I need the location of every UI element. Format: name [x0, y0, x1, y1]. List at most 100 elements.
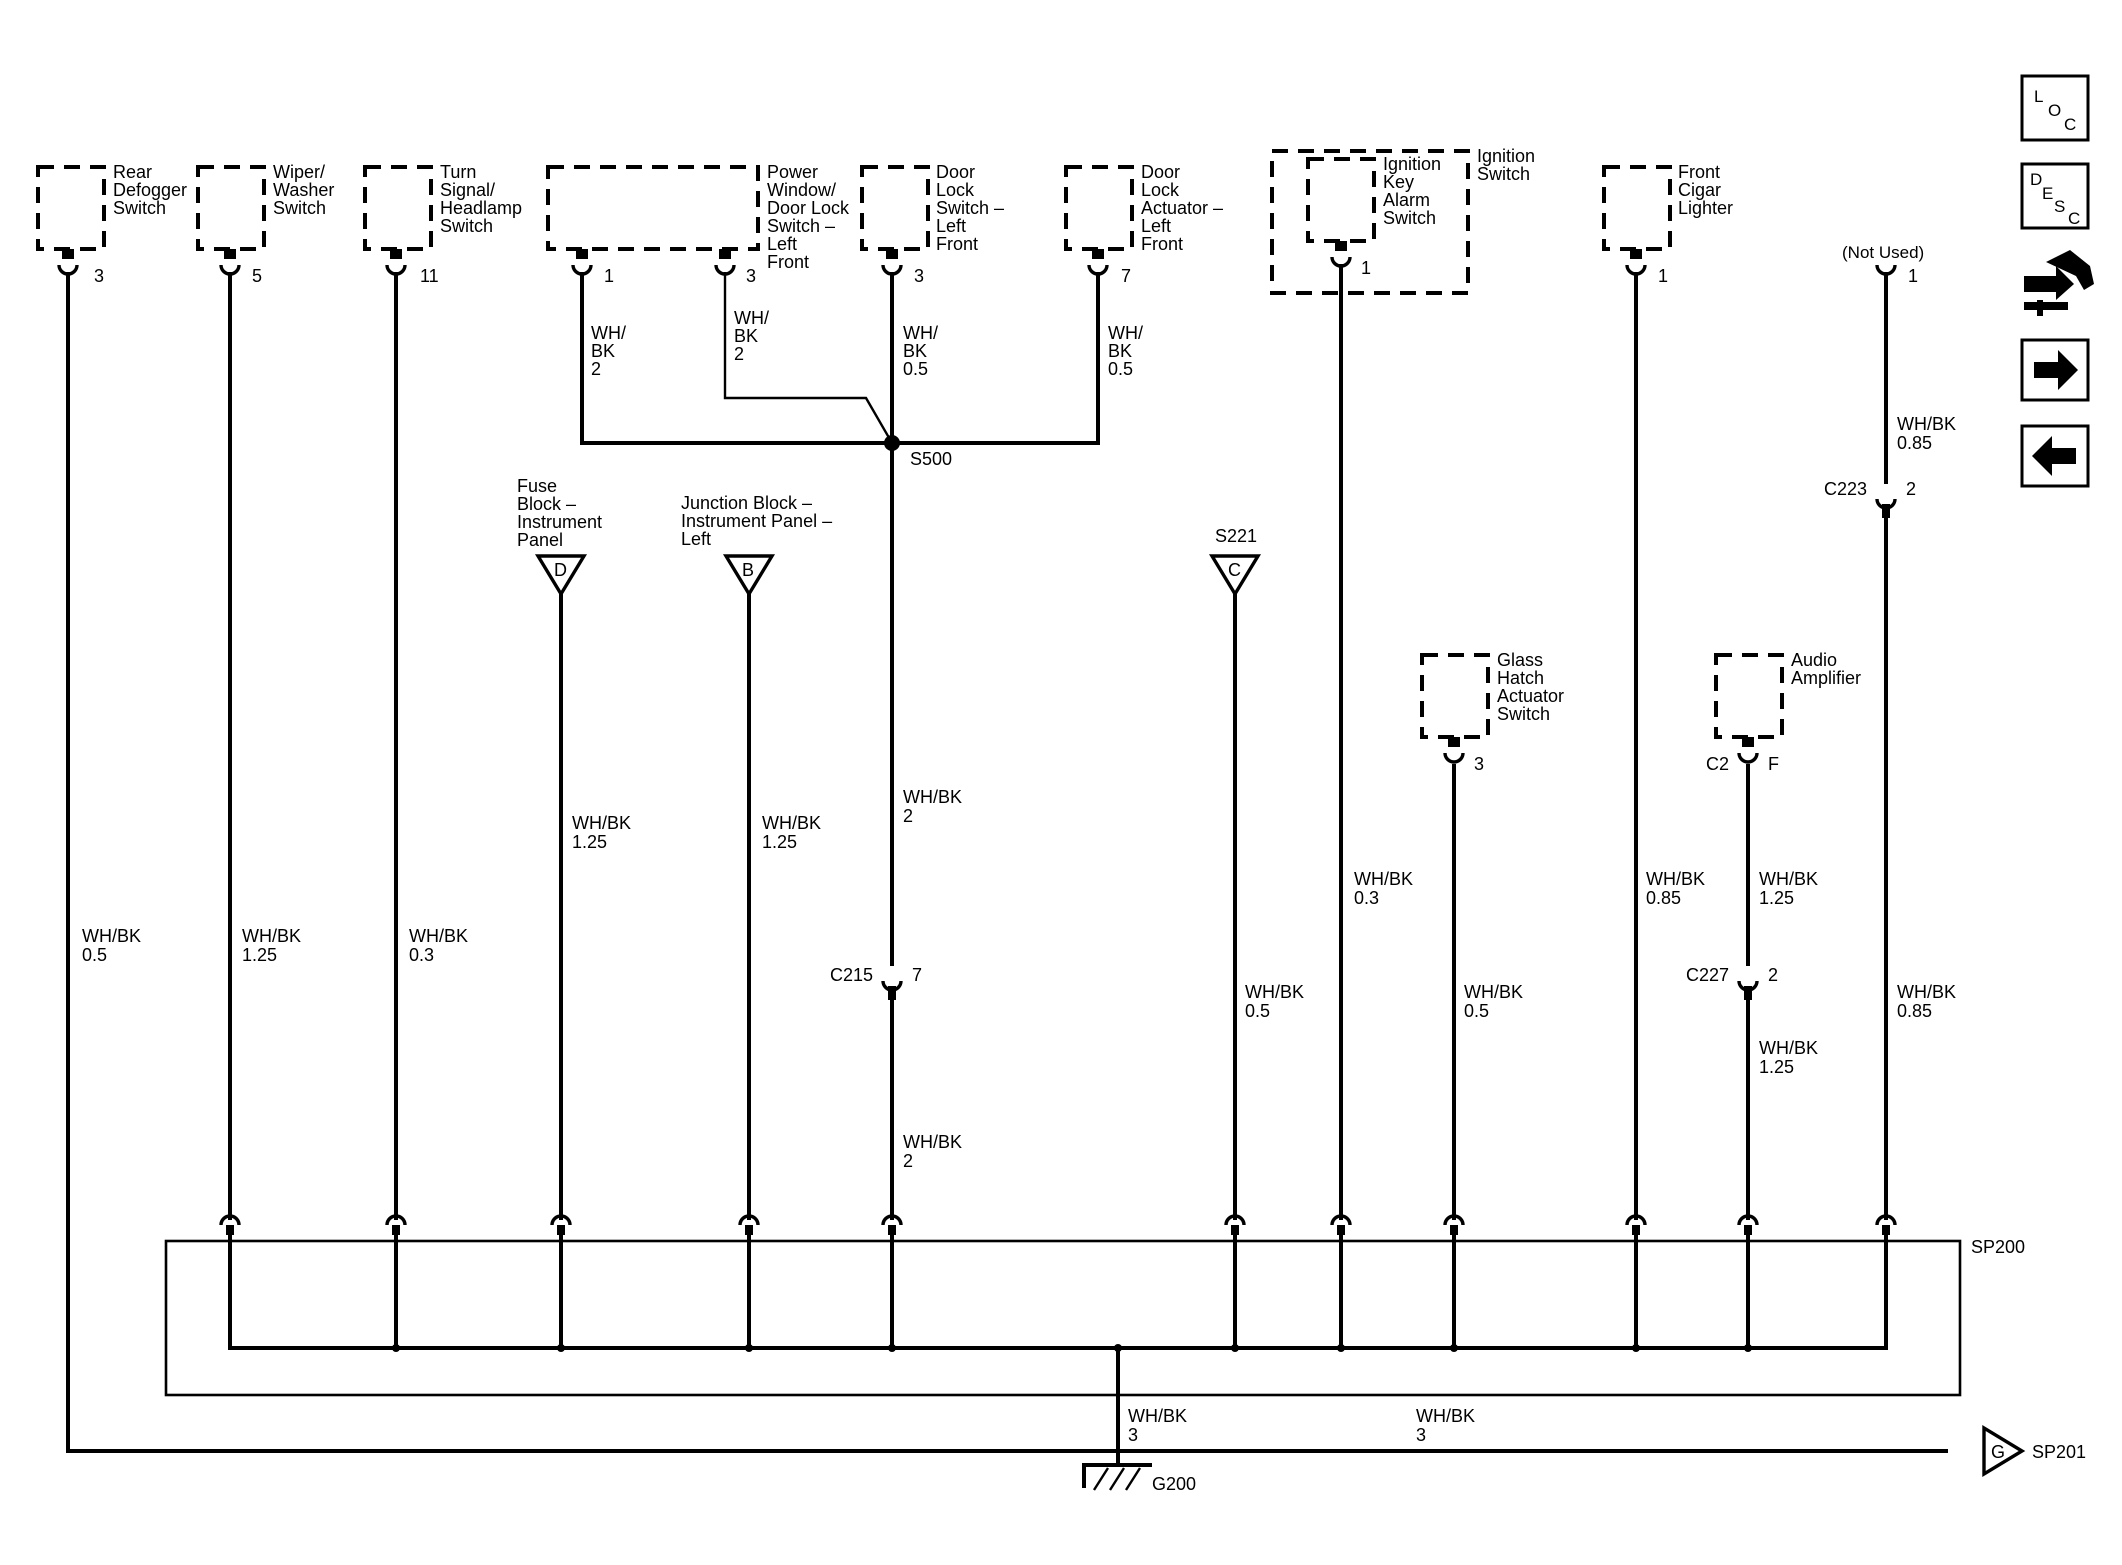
svg-text:L: L [2034, 87, 2043, 106]
svg-text:WH/BK1.25: WH/BK1.25 [242, 926, 301, 965]
loc-button[interactable]: L O C [2020, 74, 2090, 142]
svg-text:WH/BK2: WH/BK2 [734, 308, 769, 364]
svg-text:WH/BK1.25: WH/BK1.25 [762, 813, 821, 852]
splice-dots [392, 435, 1752, 1352]
pin-number: C2 [1706, 754, 1729, 774]
svg-text:2: 2 [1906, 479, 1916, 499]
svg-text:WH/BK0.5: WH/BK0.5 [1108, 323, 1143, 379]
svg-text:O: O [2048, 101, 2061, 120]
c223-connector: C223 2 [1824, 479, 1916, 518]
not-used-terminal: (Not Used) 1 [1842, 243, 1924, 286]
svg-text:WH/BK0.85: WH/BK0.85 [1897, 982, 1956, 1021]
svg-text:C215: C215 [830, 965, 873, 985]
svg-text:G200: G200 [1152, 1474, 1196, 1494]
pin-number: 5 [252, 266, 262, 286]
svg-text:E: E [2042, 184, 2053, 203]
junction-block-flag: B Junction Block –Instrument Panel –Left [681, 493, 832, 598]
svg-text:C: C [2064, 115, 2076, 134]
sp200-splice-pack: SP200 [164, 1214, 2025, 1397]
c227-connector: C227 2 [1686, 965, 1778, 1000]
sp201-flag: G SP201 [1982, 1424, 2086, 1478]
arrow-right-icon[interactable] [2020, 338, 2090, 402]
svg-text:B: B [742, 560, 754, 580]
svg-text:Junction Block –Instrument Pan: Junction Block –Instrument Panel –Left [681, 493, 832, 549]
svg-text:SP200: SP200 [1971, 1237, 2025, 1257]
svg-text:D: D [554, 560, 567, 580]
pin-number: 1 [1658, 266, 1668, 286]
svg-text:S221: S221 [1215, 526, 1257, 546]
svg-text:WH/BK1.25: WH/BK1.25 [1759, 869, 1818, 908]
svg-text:WH/BK0.85: WH/BK0.85 [1897, 414, 1956, 453]
svg-text:WH/BK0.5: WH/BK0.5 [82, 926, 141, 965]
svg-text:WH/BK0.5: WH/BK0.5 [903, 323, 938, 379]
svg-text:G: G [1991, 1442, 2005, 1462]
label-line: Rear [113, 162, 152, 182]
svg-text:C: C [2068, 209, 2080, 228]
pin-number: 11 [420, 266, 439, 286]
pin-number: F [1768, 754, 1779, 774]
svg-text:WH/BK3: WH/BK3 [1128, 1406, 1187, 1445]
svg-text:WH/BK2: WH/BK2 [903, 787, 962, 826]
desc-button[interactable]: D E S C [2020, 162, 2090, 230]
svg-text:WH/BK0.5: WH/BK0.5 [1464, 982, 1523, 1021]
pin-number: 3 [746, 266, 756, 286]
svg-text:SP201: SP201 [2032, 1442, 2086, 1462]
svg-text:WH/BK2: WH/BK2 [903, 1132, 962, 1171]
svg-text:WH/BK0.3: WH/BK0.3 [409, 926, 468, 965]
pin-number: 7 [1121, 266, 1131, 286]
s500-label: S500 [910, 449, 952, 469]
svg-text:WH/BK2: WH/BK2 [591, 323, 626, 379]
svg-text:C227: C227 [1686, 965, 1729, 985]
harness-icon[interactable] [2024, 250, 2094, 316]
svg-text:C223: C223 [1824, 479, 1867, 499]
svg-text:(Not Used): (Not Used) [1842, 243, 1924, 262]
pin-number: 3 [914, 266, 924, 286]
svg-text:D: D [2030, 170, 2042, 189]
g200-ground: G200 [1082, 1463, 1196, 1494]
pin-number: 3 [1474, 754, 1484, 774]
s221-flag: C S221 [1208, 526, 1262, 598]
svg-text:WH/BK3: WH/BK3 [1416, 1406, 1475, 1445]
pin-number: 1 [1908, 266, 1918, 286]
svg-text:WH/BK0.3: WH/BK0.3 [1354, 869, 1413, 908]
svg-text:WH/BK0.85: WH/BK0.85 [1646, 869, 1705, 908]
pin-number: 1 [1361, 258, 1371, 278]
pin-number: 3 [94, 266, 104, 286]
arrow-left-icon[interactable] [2020, 424, 2090, 488]
c215-connector: C215 7 [830, 965, 922, 1000]
svg-text:7: 7 [912, 965, 922, 985]
pin-number: 1 [604, 266, 614, 286]
svg-text:WH/BK1.25: WH/BK1.25 [1759, 1038, 1818, 1077]
svg-text:C: C [1228, 560, 1241, 580]
svg-text:2: 2 [1768, 965, 1778, 985]
wires [66, 264, 1948, 1465]
svg-text:S: S [2054, 197, 2065, 216]
svg-text:WH/BK0.5: WH/BK0.5 [1245, 982, 1304, 1021]
svg-text:WH/BK1.25: WH/BK1.25 [572, 813, 631, 852]
